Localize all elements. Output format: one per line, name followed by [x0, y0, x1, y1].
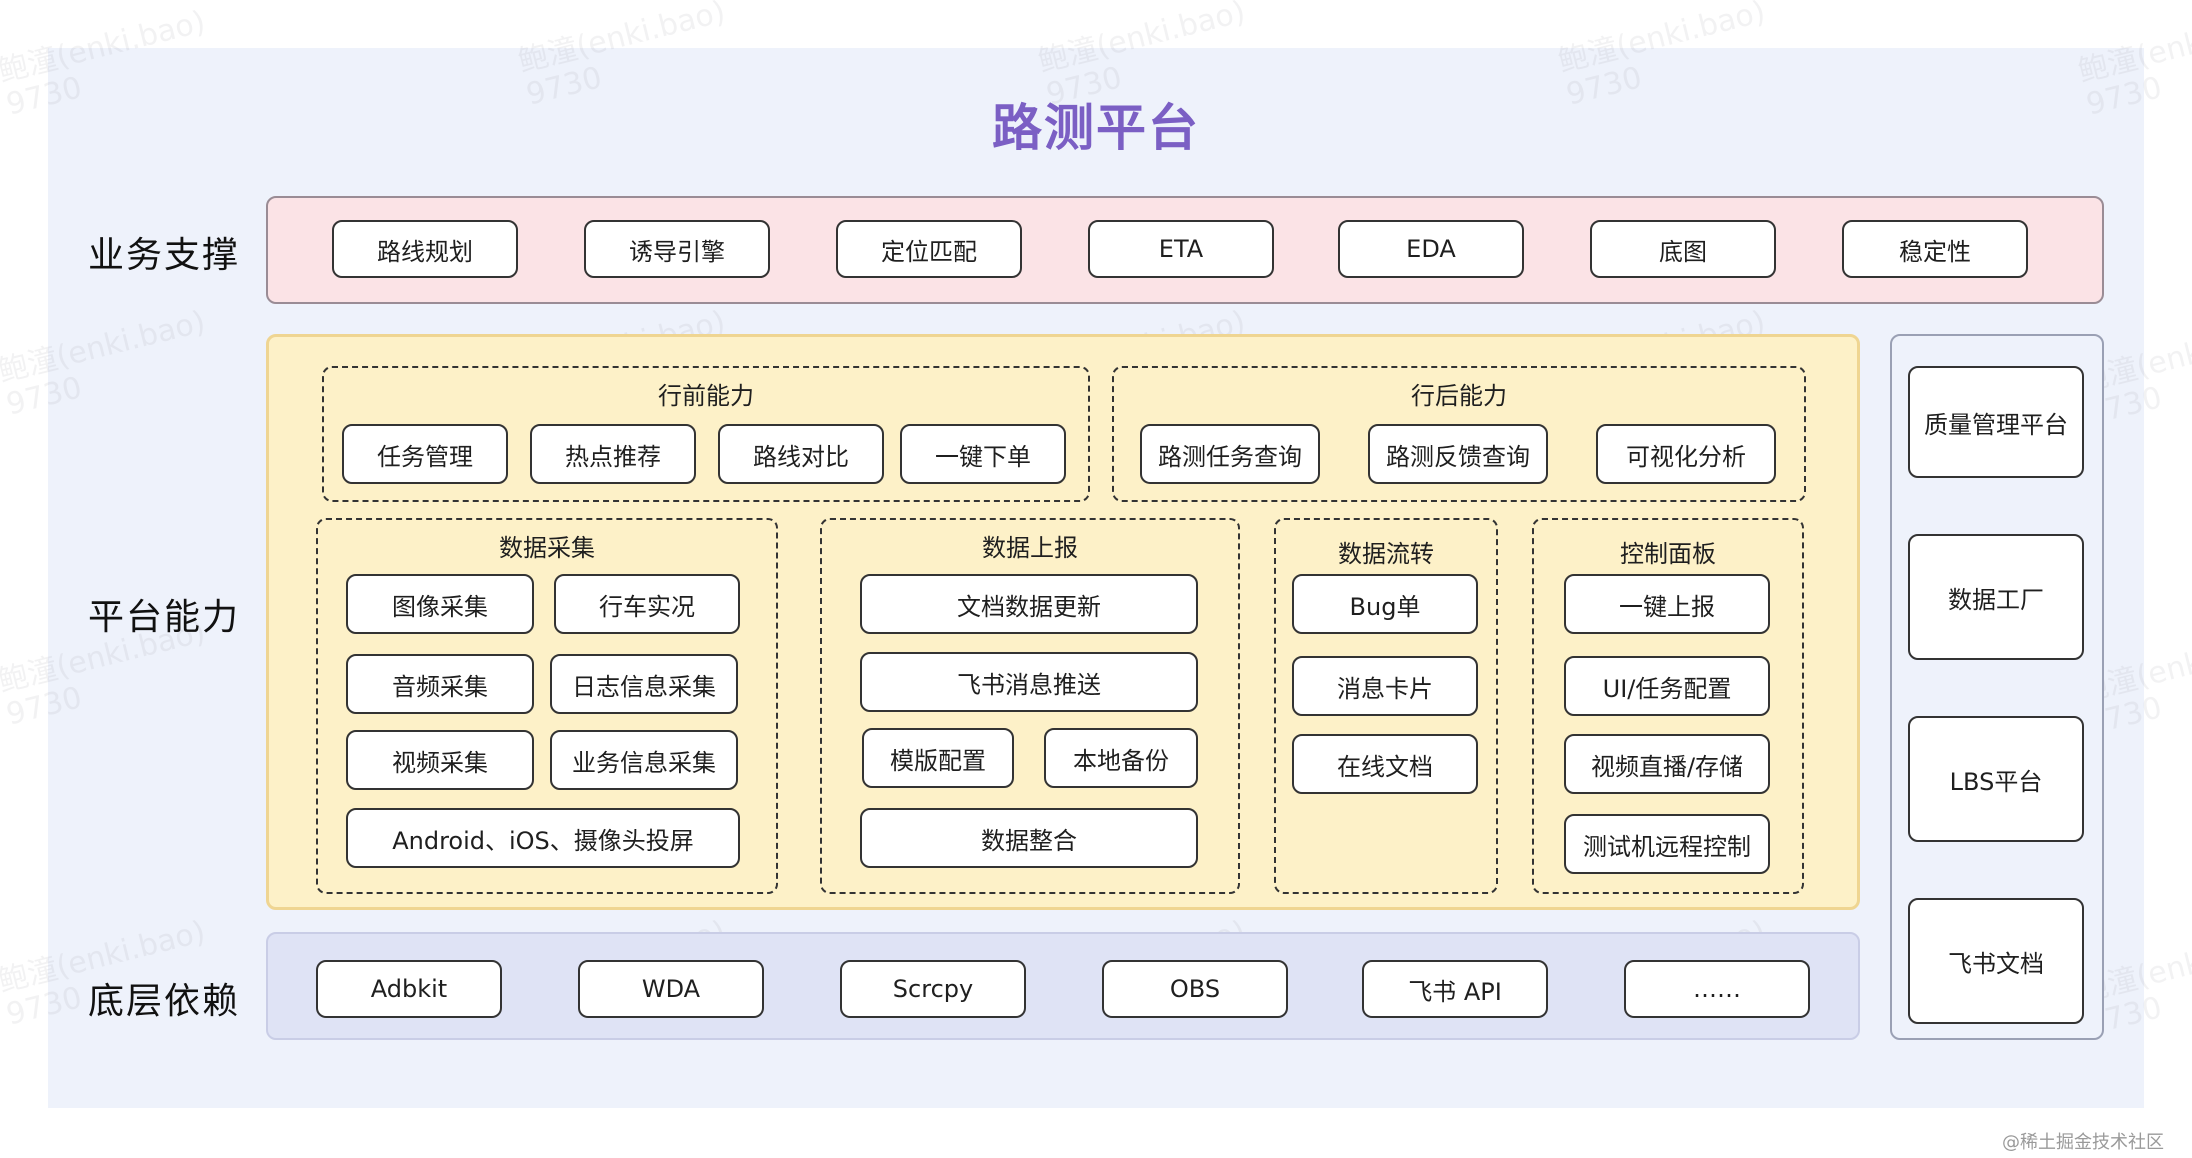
business-item: 底图 — [1590, 220, 1776, 278]
source-credit: @稀土掘金技术社区 — [2002, 1132, 2164, 1153]
side-item: 飞书文档 — [1908, 898, 2084, 1024]
collect-item: 音频采集 — [346, 654, 534, 714]
business-item: 稳定性 — [1842, 220, 2028, 278]
flow-item: Bug单 — [1292, 574, 1478, 634]
base-item: Adbkit — [316, 960, 502, 1018]
business-item: 路线规划 — [332, 220, 518, 278]
business-item: 定位匹配 — [836, 220, 1022, 278]
flow-item: 在线文档 — [1292, 734, 1478, 794]
group-title: 行前能力 — [658, 382, 754, 410]
panel-item: UI/任务配置 — [1564, 656, 1770, 716]
collect-item: 图像采集 — [346, 574, 534, 634]
row-label-base: 底层依赖 — [88, 981, 241, 1022]
group-title: 数据采集 — [499, 534, 595, 562]
collect-item: 行车实况 — [554, 574, 740, 634]
collect-item: 日志信息采集 — [550, 654, 738, 714]
group-flow: 数据流转 — [1274, 518, 1498, 894]
group-report: 数据上报 — [820, 518, 1240, 894]
pre-item: 任务管理 — [342, 424, 508, 484]
base-item: OBS — [1102, 960, 1288, 1018]
pre-item: 热点推荐 — [530, 424, 696, 484]
report-item: 模版配置 — [862, 728, 1014, 788]
report-item: 数据整合 — [860, 808, 1198, 868]
business-item: ETA — [1088, 220, 1274, 278]
group-title: 数据流转 — [1338, 540, 1434, 568]
group-pre: 行前能力 — [322, 366, 1090, 502]
report-item: 飞书消息推送 — [860, 652, 1198, 712]
collect-item: 视频采集 — [346, 730, 534, 790]
collect-item: 业务信息采集 — [550, 730, 738, 790]
side-item: 数据工厂 — [1908, 534, 2084, 660]
business-item: EDA — [1338, 220, 1524, 278]
pre-item: 一键下单 — [900, 424, 1066, 484]
report-item: 本地备份 — [1044, 728, 1198, 788]
collect-item: Android、iOS、摄像头投屏 — [346, 808, 740, 868]
diagram-title: 路测平台 — [992, 99, 1200, 157]
group-panel: 控制面板 — [1532, 518, 1804, 894]
group-title: 数据上报 — [982, 534, 1078, 562]
group-post: 行后能力 — [1112, 366, 1806, 502]
side-item: 质量管理平台 — [1908, 366, 2084, 478]
group-title: 控制面板 — [1620, 540, 1716, 568]
group-collect: 数据采集 — [316, 518, 778, 894]
row-label-platform: 平台能力 — [88, 597, 241, 638]
base-item: WDA — [578, 960, 764, 1018]
base-item: …… — [1624, 960, 1810, 1018]
report-item: 文档数据更新 — [860, 574, 1198, 634]
base-band — [266, 932, 1860, 1040]
panel-item: 一键上报 — [1564, 574, 1770, 634]
panel-item: 测试机远程控制 — [1564, 814, 1770, 874]
post-item: 路测反馈查询 — [1368, 424, 1548, 484]
panel-item: 视频直播/存储 — [1564, 734, 1770, 794]
business-item: 诱导引擎 — [584, 220, 770, 278]
side-item: LBS平台 — [1908, 716, 2084, 842]
post-item: 可视化分析 — [1596, 424, 1776, 484]
group-title: 行后能力 — [1411, 382, 1507, 410]
base-item: 飞书 API — [1362, 960, 1548, 1018]
row-label-business: 业务支撑 — [88, 235, 241, 276]
post-item: 路测任务查询 — [1140, 424, 1320, 484]
pre-item: 路线对比 — [718, 424, 884, 484]
flow-item: 消息卡片 — [1292, 656, 1478, 716]
base-item: Scrcpy — [840, 960, 1026, 1018]
